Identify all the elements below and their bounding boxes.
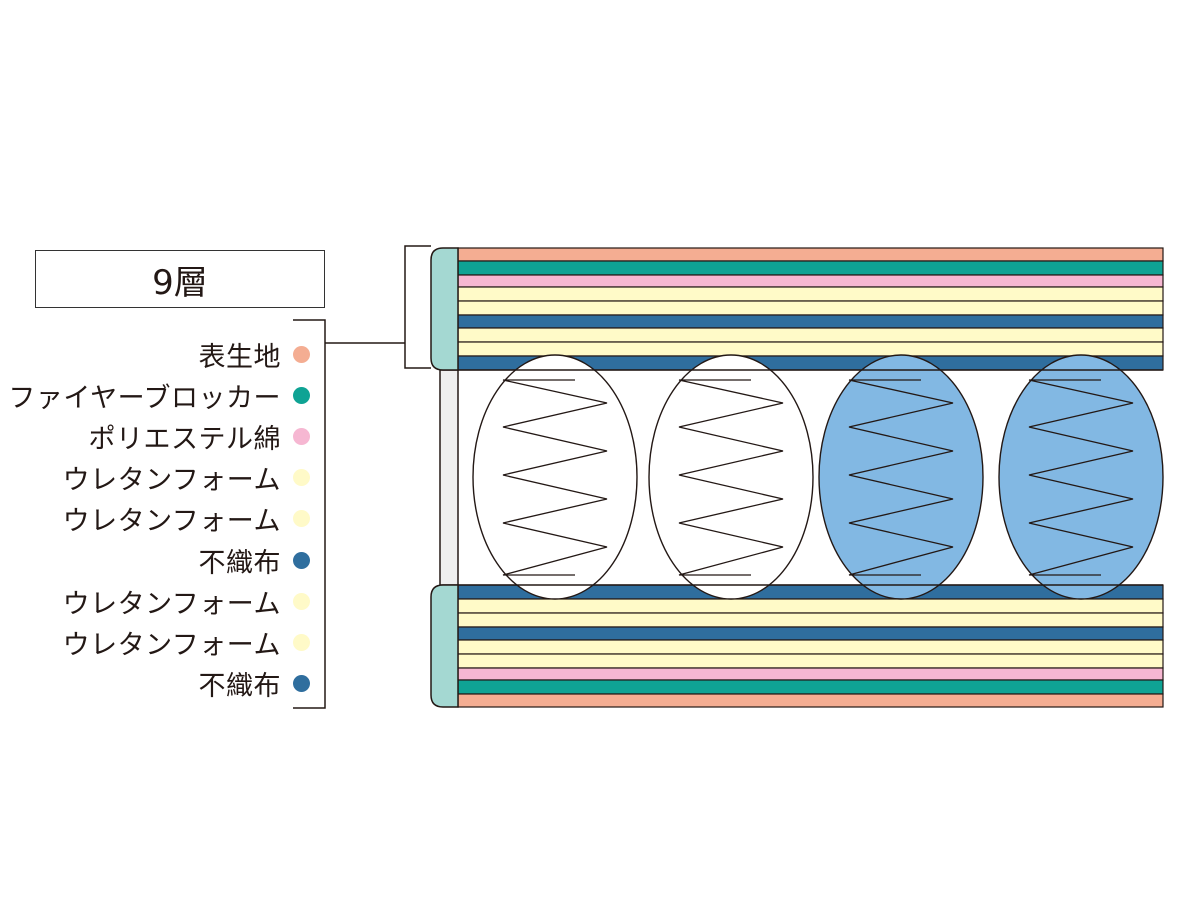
legend-item: ポリエステル綿: [88, 416, 310, 456]
legend-color-dot: [293, 674, 310, 692]
layer-strip: [457, 653, 1164, 669]
legend-item-label: ウレタンフォーム: [62, 505, 281, 537]
layer-strip: [457, 598, 1164, 614]
pocket-coil: [998, 354, 1164, 600]
layer-strip: [457, 247, 1164, 262]
legend-item: ファイヤーブロッカー: [8, 375, 310, 415]
layer-strip: [457, 314, 1164, 329]
layer-strip: [457, 679, 1164, 695]
pocket-coil: [818, 354, 984, 600]
legend-item: 不織布: [198, 663, 310, 703]
legend-item: 不織布: [198, 540, 310, 580]
legend-bracket: [293, 319, 326, 709]
legend-color-dot: [293, 551, 310, 569]
layer-strip: [457, 274, 1164, 288]
legend-item-label: ウレタンフォーム: [62, 464, 281, 496]
legend-item: ウレタンフォーム: [63, 581, 310, 621]
legend-item-label: 不織布: [198, 670, 281, 702]
layer-count-title: 9層: [35, 250, 325, 308]
side-panel: [439, 369, 459, 586]
pocket-coil: [648, 354, 814, 600]
coil-spring: [1028, 379, 1134, 576]
legend-item-label: ウレタンフォーム: [62, 629, 281, 661]
layer-strip: [457, 286, 1164, 302]
coil-spring: [678, 379, 784, 576]
layer-strip: [457, 327, 1164, 343]
legend-color-dot: [293, 509, 310, 527]
legend-color-dot: [293, 468, 310, 486]
pocket-coil: [472, 354, 638, 600]
layer-strip: [457, 260, 1164, 276]
legend-color-dot: [293, 386, 310, 404]
legend-item: 表生地: [198, 334, 310, 374]
legend-color-dot: [293, 592, 310, 610]
layer-strip: [457, 612, 1164, 628]
legend-item: ウレタンフォーム: [63, 457, 310, 497]
layer-strip: [457, 300, 1164, 316]
top-edge-tab: [430, 247, 459, 371]
layer-strip: [457, 693, 1164, 708]
layer-strip: [457, 639, 1164, 655]
layer-strip: [457, 667, 1164, 681]
legend-color-dot: [293, 633, 310, 651]
layer-strip: [457, 341, 1164, 357]
bottom-edge-tab: [430, 584, 459, 708]
legend-item-label: ウレタンフォーム: [62, 588, 281, 620]
legend-item-label: 表生地: [198, 341, 281, 373]
legend-item-label: ファイヤーブロッカー: [8, 382, 281, 414]
coil-spring: [502, 379, 608, 576]
legend-item: ウレタンフォーム: [63, 622, 310, 662]
legend-item-label: ポリエステル綿: [88, 423, 281, 455]
top-layers-bracket: [404, 245, 431, 369]
legend-item-label: 不織布: [198, 547, 281, 579]
layer-strip: [457, 626, 1164, 641]
legend-item: ウレタンフォーム: [63, 498, 310, 538]
legend-color-dot: [293, 345, 310, 363]
legend-color-dot: [293, 427, 310, 445]
coil-spring: [848, 379, 954, 576]
layer-count-title-text: 9層: [152, 262, 208, 303]
